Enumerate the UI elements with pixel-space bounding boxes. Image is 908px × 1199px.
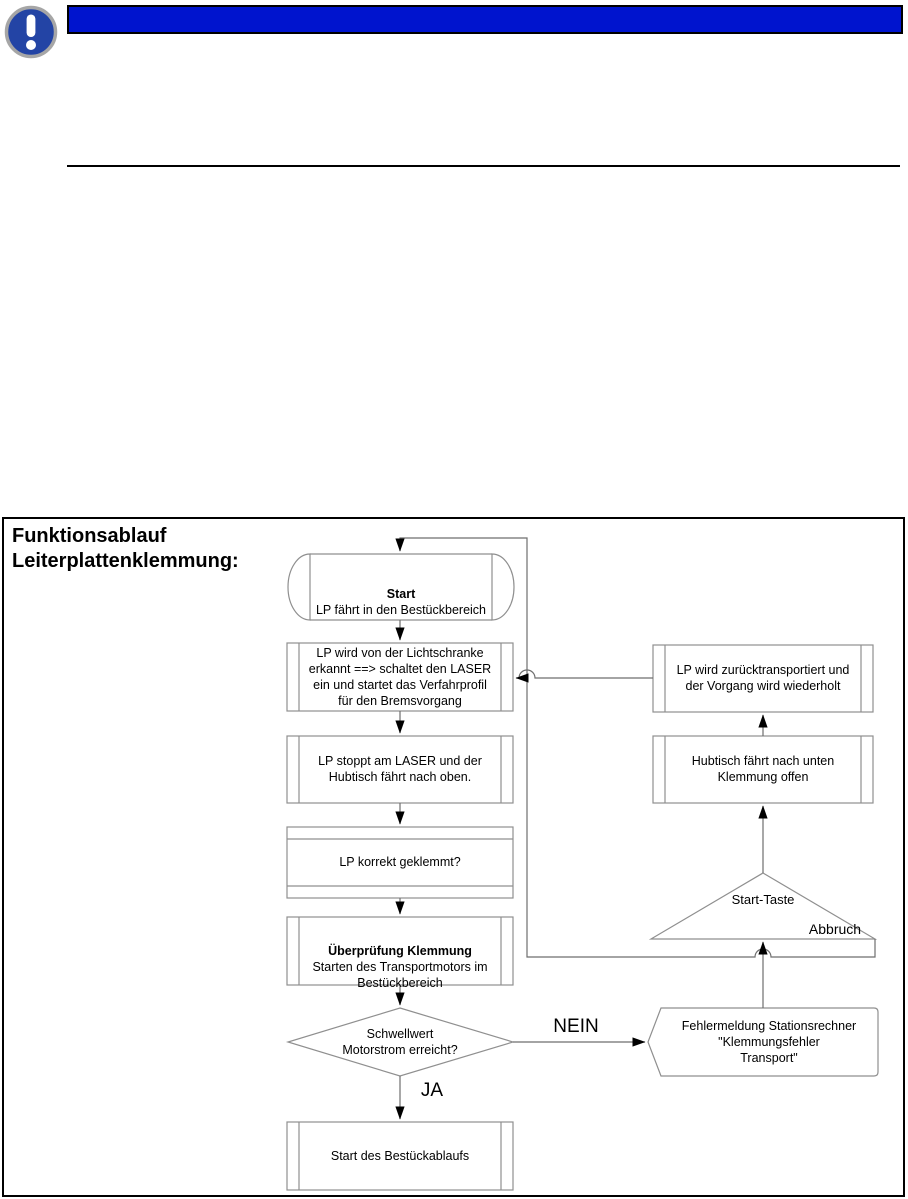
ueberpruefung-node-title: Überprüfung Klemmung: [328, 944, 472, 958]
header-divider: [67, 165, 900, 167]
start-node-title: Start: [386, 587, 416, 601]
lp-stoppt-node-shape: [286, 735, 514, 804]
zurueck-node-shape: [652, 644, 874, 713]
hubtisch-node-shape: [652, 735, 874, 804]
ueberpruefung-node-shape: [286, 916, 514, 986]
start-node: Start LP fährt in den Bestückbereich: [290, 570, 512, 618]
nein-label: NEIN: [553, 1016, 599, 1037]
start-taste-label: Start-Taste: [731, 892, 795, 907]
start-node-shape: [287, 553, 515, 621]
fehlermeldung-node-shape: [647, 1007, 879, 1077]
schwellwert-node: Schwellwert Motorstrom erreicht?: [342, 1027, 458, 1057]
start-taste-triangle-shape: [648, 872, 878, 940]
start-node-body: LP fährt in den Bestückbereich: [315, 603, 486, 617]
geklemmt-node-shape: [286, 826, 514, 899]
ueberpruefung-node-body: Starten des Transportmotors im Bestückbe…: [312, 960, 488, 990]
zurueck-node: LP wird zurücktransportiert und der Vorg…: [676, 663, 850, 693]
fehlermeldung-node: Fehlermeldung Stationsrechner "Klemmungs…: [681, 1019, 857, 1065]
bestueckablauf-node: Start des Bestückablaufs: [330, 1149, 470, 1163]
header-bar: [67, 5, 903, 34]
lp-stoppt-node: LP stoppt am LASER und der Hubtisch fähr…: [318, 754, 482, 784]
ja-label: JA: [420, 1080, 444, 1101]
lichtschranke-node: LP wird von der Lichtschranke erkannt ==…: [308, 646, 492, 708]
flowchart-title: Funktionsablauf Leiterplattenklemmung:: [12, 525, 239, 572]
hubtisch-node: Hubtisch fährt nach unten Klemmung offen: [691, 754, 835, 784]
attention-exclamation-icon: [3, 3, 59, 59]
lichtschranke-node-shape: [286, 642, 514, 712]
connector-zurueck-to-lichtschranke: [515, 669, 653, 683]
abbruch-label: Abbruch: [808, 921, 862, 937]
geklemmt-node: LP korrekt geklemmt?: [339, 855, 461, 869]
bestueckablauf-node-shape: [286, 1121, 514, 1191]
